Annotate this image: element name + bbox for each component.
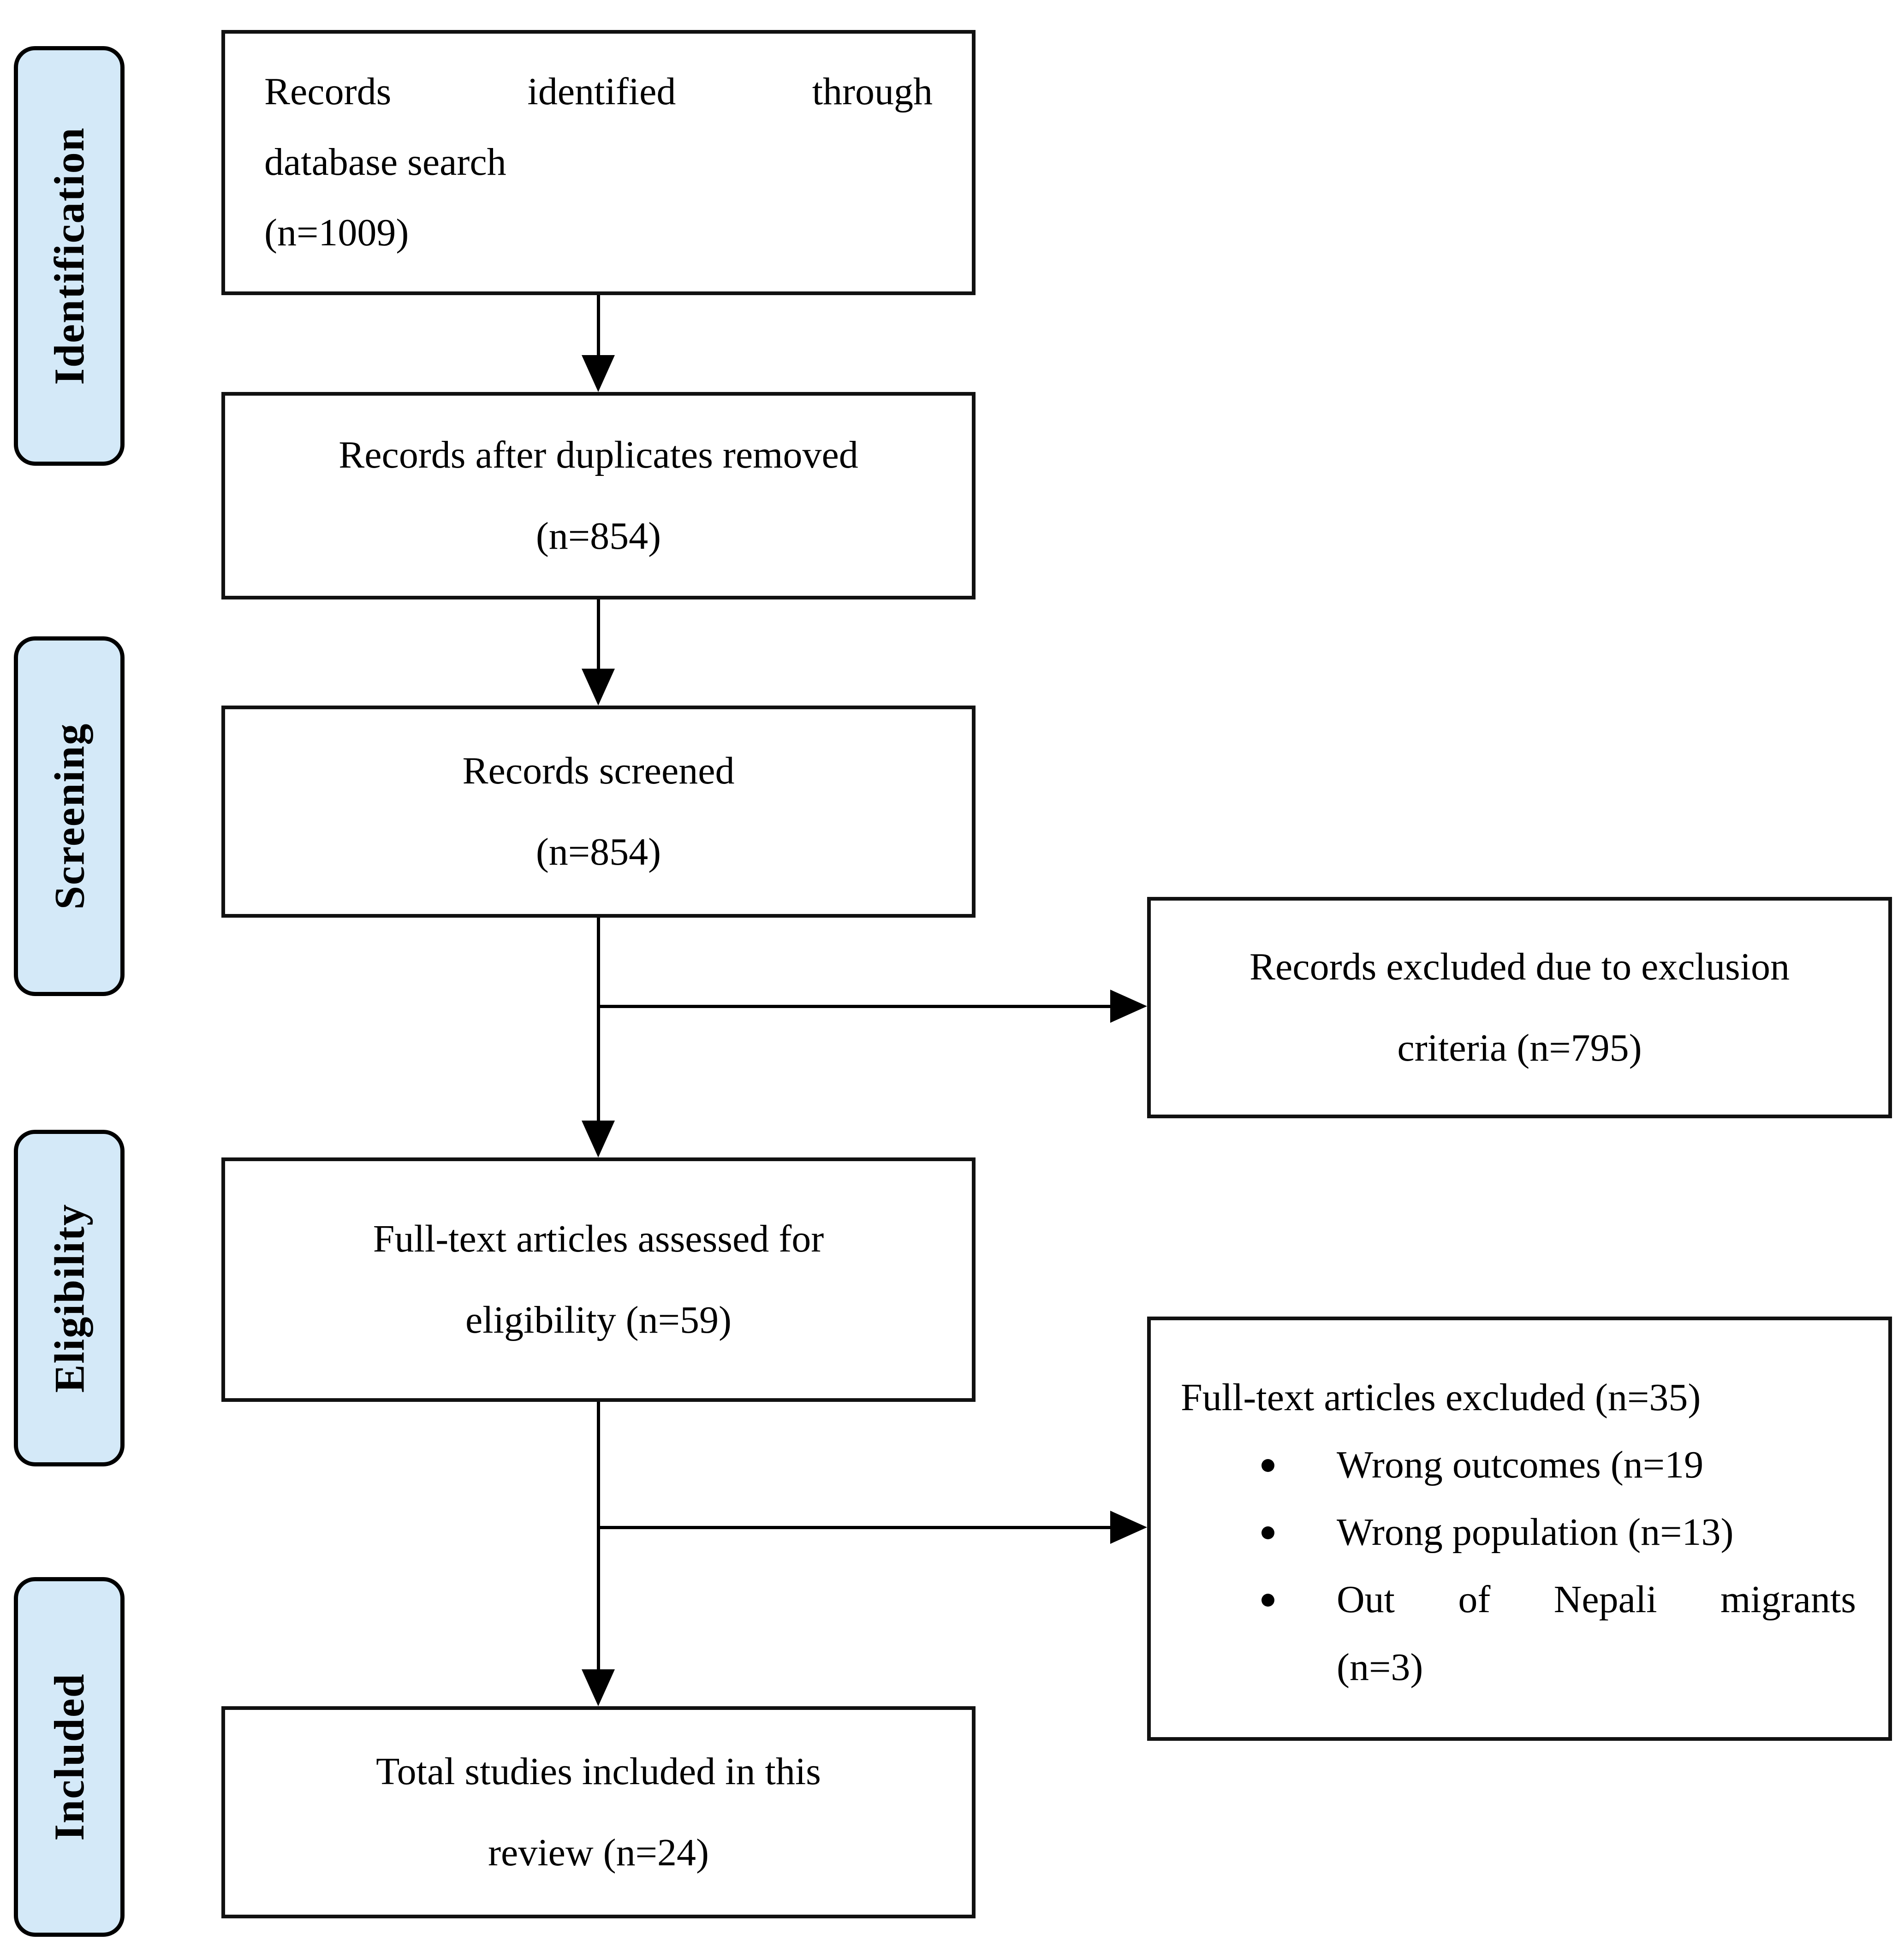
flow-box-total-included: Total studies included in this review (n… [221, 1706, 976, 1918]
flow-box-records-screened: Records screened (n=854) [221, 706, 976, 918]
records-identified-line1: Records identified through [264, 57, 933, 127]
flow-box-fulltext-assessed: Full-text articles assessed for eligibil… [221, 1157, 976, 1402]
arrow-screened-to-fulltext-line [597, 918, 600, 1123]
stage-label-identification: Identification [14, 46, 125, 466]
flow-box-fulltext-assessed-text: Full-text articles assessed for eligibil… [225, 1161, 972, 1398]
box-fulltext-excluded-text: Full-text articles excluded (n=35) Wrong… [1151, 1320, 1888, 1701]
flow-box-records-identified-text: Records identified through database sear… [225, 34, 972, 291]
records-excluded-line1: Records excluded due to exclusion [1250, 945, 1790, 988]
arrow-fulltext-to-excluded-line [597, 1526, 1111, 1529]
records-identified-word-2: identified [527, 70, 676, 113]
bullet-1-text: Wrong outcomes (n=19 [1337, 1443, 1704, 1487]
bullet-3-word-2: of [1458, 1578, 1491, 1621]
bullet-dot-icon [1261, 1459, 1274, 1472]
bullet-3-word-1: Out [1337, 1578, 1395, 1621]
arrowhead-down-icon [582, 355, 615, 392]
arrowhead-down-icon [582, 669, 615, 706]
arrowhead-down-icon [582, 1121, 615, 1157]
stage-label-screening-text: Screening [46, 723, 93, 910]
arrow-duplicates-to-screened-line [597, 599, 600, 671]
arrowhead-right-icon [1110, 1511, 1147, 1544]
records-identified-count: (n=1009) [264, 211, 409, 254]
stage-label-identification-text: Identification [46, 127, 93, 385]
flow-box-duplicates-removed: Records after duplicates removed (n=854) [221, 392, 976, 599]
arrow-screened-to-excluded-line [597, 1005, 1111, 1008]
arrow-fulltext-to-included-line [597, 1402, 600, 1672]
duplicates-removed-count: (n=854) [536, 515, 661, 558]
flow-box-duplicates-removed-text: Records after duplicates removed (n=854) [225, 396, 972, 596]
bullet-3-word-3: Nepali [1553, 1578, 1657, 1621]
arrowhead-right-icon [1110, 990, 1147, 1023]
bullet-3-count: (n=3) [1337, 1645, 1423, 1689]
bullet-dot-icon [1261, 1594, 1274, 1607]
fulltext-excluded-bullet-1: Wrong outcomes (n=19 [1181, 1431, 1856, 1499]
bullet-dot-icon [1261, 1526, 1274, 1540]
box-records-excluded: Records excluded due to exclusion criter… [1147, 897, 1892, 1118]
records-identified-line2: database search [264, 141, 506, 184]
bullet-3-word-4: migrants [1720, 1578, 1856, 1621]
stage-label-included: Included [14, 1577, 125, 1937]
duplicates-removed-line1: Records after duplicates removed [339, 433, 858, 476]
records-identified-word-1: Records [264, 70, 392, 113]
fulltext-excluded-heading: Full-text articles excluded (n=35) [1181, 1376, 1701, 1419]
bullet-2-text: Wrong population (n=13) [1337, 1511, 1734, 1554]
total-included-line1: Total studies included in this [376, 1750, 821, 1793]
box-records-excluded-text: Records excluded due to exclusion criter… [1151, 901, 1888, 1115]
fulltext-excluded-bullet-2: Wrong population (n=13) [1181, 1499, 1856, 1566]
stage-label-eligibility-text: Eligibility [46, 1203, 93, 1393]
fulltext-assessed-line2: eligibility (n=59) [465, 1299, 732, 1341]
stage-label-eligibility: Eligibility [14, 1130, 125, 1466]
total-included-line2: review (n=24) [488, 1831, 709, 1874]
box-fulltext-excluded: Full-text articles excluded (n=35) Wrong… [1147, 1317, 1892, 1741]
arrow-identified-to-duplicates-line [597, 295, 600, 357]
records-identified-word-3: through [812, 70, 933, 113]
stage-label-screening: Screening [14, 636, 125, 996]
fulltext-excluded-bullet-3: Out of Nepali migrants (n=3) [1181, 1566, 1856, 1701]
records-excluded-line2: criteria (n=795) [1397, 1026, 1642, 1069]
fulltext-assessed-line1: Full-text articles assessed for [373, 1217, 824, 1260]
stage-label-included-text: Included [46, 1673, 93, 1841]
flow-box-records-screened-text: Records screened (n=854) [225, 709, 972, 914]
flow-box-total-included-text: Total studies included in this review (n… [225, 1710, 972, 1915]
flow-box-records-identified: Records identified through database sear… [221, 30, 976, 295]
records-screened-count: (n=854) [536, 831, 661, 873]
bullet-3-text: Out of Nepali migrants (n=3) [1337, 1566, 1856, 1701]
records-screened-line1: Records screened [462, 749, 735, 792]
bullet-3-line1: Out of Nepali migrants [1337, 1566, 1856, 1633]
arrowhead-down-icon [582, 1669, 615, 1706]
